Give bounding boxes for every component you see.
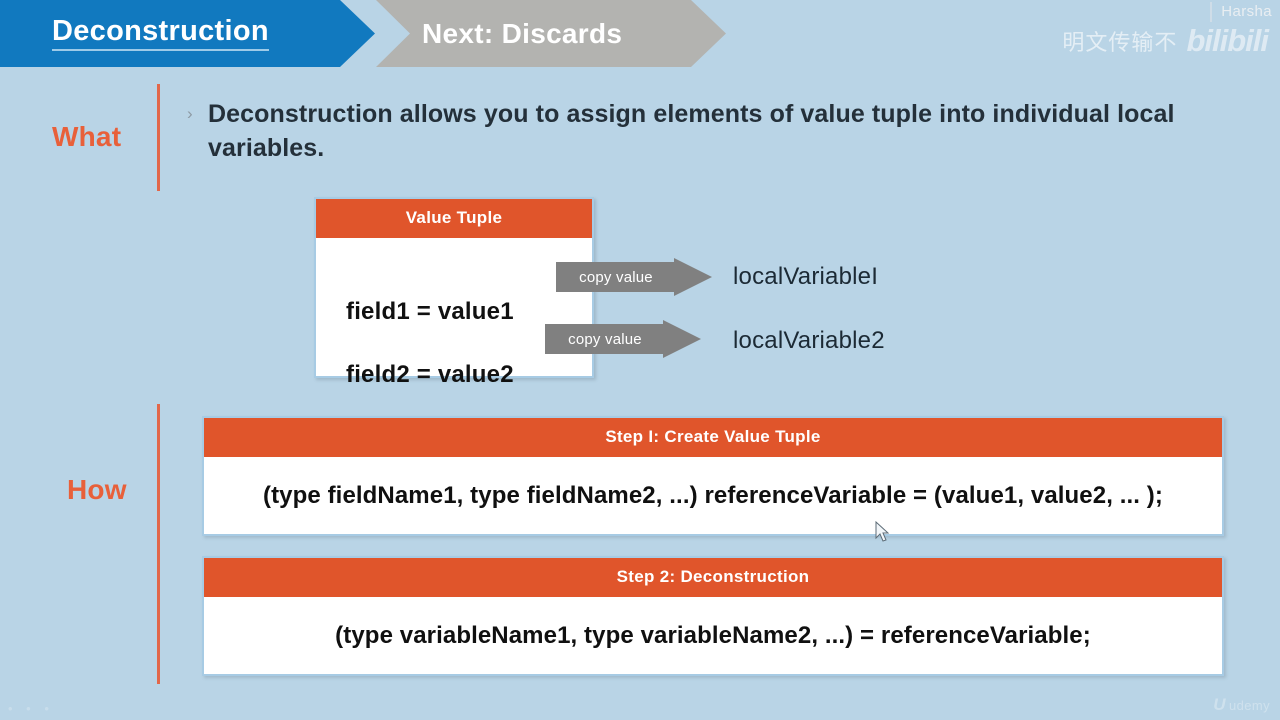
block-arrow-icon: [545, 320, 701, 358]
copy-value-arrow: copy value: [556, 258, 712, 296]
copy-value-label: copy value: [579, 268, 653, 286]
header-current-title: Deconstruction: [52, 16, 269, 51]
what-section-label: What: [52, 121, 122, 152]
tuple-field-row: field1 = value1: [346, 298, 514, 325]
local-variable-target: localVariable2: [733, 327, 885, 354]
what-section-rail: [157, 84, 160, 191]
mouse-cursor-icon: [875, 521, 890, 542]
value-tuple-body: field1 = value1 field2 = value2: [316, 238, 592, 388]
corner-watermark: • • •: [8, 701, 54, 716]
header-chevron-current[interactable]: Deconstruction: [0, 0, 375, 67]
step-box: Step 2: Deconstruction (type variableNam…: [202, 556, 1224, 676]
step-title: Step I: Create Value Tuple: [204, 418, 1222, 457]
header-next-title: Next: Discards: [422, 17, 623, 49]
block-arrow-icon: [556, 258, 712, 296]
bilibili-watermark: 明文传输不 bilibili: [1062, 23, 1269, 58]
how-section-label: How: [67, 474, 127, 505]
value-tuple-box: Value Tuple field1 = value1 field2 = val…: [314, 197, 594, 388]
how-section-rail: [157, 404, 160, 684]
copy-value-arrow: copy value: [545, 320, 701, 358]
chevron-right-bullet-icon: ›: [187, 104, 193, 123]
udemy-logo-icon: U: [1213, 695, 1226, 714]
user-tag-watermark: Harsha: [1210, 2, 1272, 22]
step-box: Step I: Create Value Tuple (type fieldNa…: [202, 416, 1224, 536]
step-code-text: (type variableName1, type variableName2,…: [335, 621, 1091, 649]
udemy-label: udemy: [1228, 697, 1270, 713]
step-code-text: (type fieldName1, type fieldName2, ...) …: [262, 481, 1163, 509]
value-tuple-title: Value Tuple: [316, 199, 592, 238]
bilibili-logo: bilibili: [1186, 23, 1269, 58]
what-description-text: Deconstruction allows you to assign elem…: [208, 100, 1175, 162]
bilibili-chinese-text: 明文传输不: [1062, 30, 1178, 56]
copy-value-label: copy value: [568, 330, 642, 348]
local-variable-target: localVariableI: [733, 263, 879, 290]
slide-header-nav: Deconstruction Next: Discards: [0, 0, 1280, 67]
step-title: Step 2: Deconstruction: [204, 558, 1222, 597]
udemy-watermark: U udemy: [1213, 695, 1270, 715]
header-chevron-next[interactable]: Next: Discards: [376, 0, 726, 67]
tuple-field-row: field2 = value2: [346, 361, 514, 388]
